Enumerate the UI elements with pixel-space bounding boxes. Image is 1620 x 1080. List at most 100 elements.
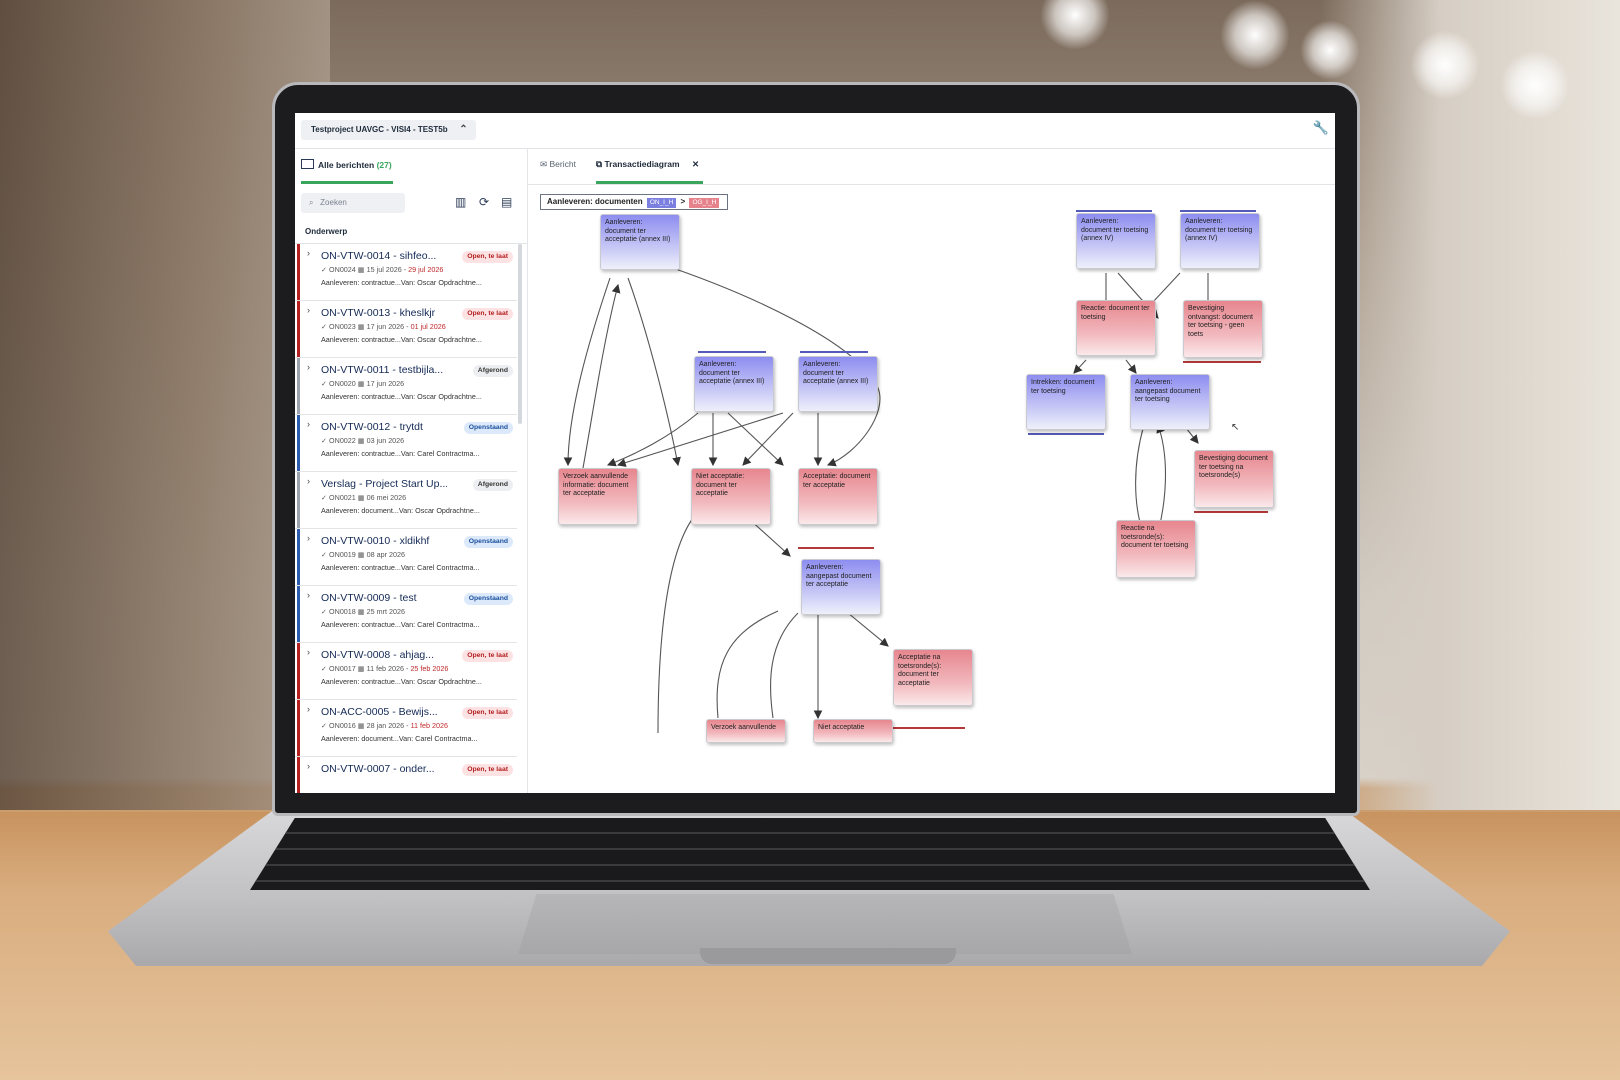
background-window (1320, 0, 1620, 810)
chevron-right-icon[interactable]: › (307, 590, 310, 600)
message-description: Aanleveren: contractue...Van: Oscar Opdr… (321, 278, 482, 287)
list-item[interactable]: ›ON-VTW-0014 - sihfeo...Open, te laat✓ O… (295, 244, 517, 301)
list-item[interactable]: ›ON-VTW-0008 - ahjag...Open, te laat✓ ON… (295, 643, 517, 700)
status-badge: Openstaand (463, 593, 513, 605)
transaction-diagram: Aanleveren: document ter acceptatie (ann… (528, 210, 1335, 793)
due-date: 01 jul 2026 (410, 322, 446, 331)
due-date: 11 feb 2026 (410, 721, 449, 730)
diagram-icon: ⧉ (596, 159, 603, 169)
message-meta: ✓ ON0019 ▦ 08 apr 2026 (321, 550, 405, 559)
date-separator: - (404, 322, 411, 331)
diagram-node[interactable]: Aanleveren: document ter acceptatie (ann… (694, 356, 774, 412)
calendar-icon: ▦ (355, 664, 367, 673)
check-icon: ✓ (321, 550, 328, 559)
project-selector[interactable]: Testproject UAVGC - VISI4 - TEST5b ⌃ (301, 120, 476, 140)
diagram-node[interactable]: Niet acceptatie (813, 719, 893, 743)
diagram-node[interactable]: Verzoek aanvullende informatie: document… (558, 468, 638, 525)
breadcrumb-label: Aanleveren: documenten (547, 197, 643, 206)
column-header-subject[interactable]: Onderwerp (305, 227, 348, 236)
chevron-right-icon[interactable]: › (307, 761, 310, 771)
laptop-keyboard (250, 818, 1370, 890)
columns-icon[interactable]: ▥ (455, 195, 467, 209)
node-underline (893, 727, 965, 729)
node-underline (1194, 511, 1268, 513)
check-icon: ✓ (321, 265, 328, 274)
status-badge: Open, te laat (462, 308, 513, 320)
diagram-node[interactable]: Bevestiging document ter toetsing na toe… (1194, 450, 1274, 508)
list-scrollbar[interactable] (518, 244, 522, 424)
chevron-right-icon[interactable]: › (307, 419, 310, 429)
detail-panel: ✉ Bericht ⧉ Transactiediagram ✕ Aanlever… (528, 149, 1335, 793)
header-divider (295, 243, 527, 244)
message-sidebar: Alle berichten (27) ⌕ Zoeken ▥ ⟳ ▤ Onder… (295, 149, 528, 793)
diagram-node[interactable]: Intrekken: document ter toetsing (1026, 374, 1106, 430)
diagram-node[interactable]: Aanleveren: document ter acceptatie (ann… (798, 356, 878, 412)
diagram-node[interactable]: Verzoek aanvullende (706, 719, 786, 743)
list-item[interactable]: ›Verslag - Project Start Up...Afgerond✓ … (295, 472, 517, 529)
search-icon: ⌕ (309, 198, 314, 207)
tab-transactiediagram[interactable]: ⧉ Transactiediagram ✕ (596, 159, 704, 184)
message-description: Aanleveren: document...Van: Carel Contra… (321, 734, 478, 743)
chevron-right-icon[interactable]: › (307, 305, 310, 315)
diagram-node[interactable]: Aanleveren: document ter toetsing (annex… (1180, 213, 1260, 269)
status-indicator (297, 244, 300, 300)
chevron-right-icon[interactable]: › (307, 476, 310, 486)
message-title: ON-VTW-0010 - xldikhf (321, 535, 430, 547)
tab-bericht[interactable]: ✉ Bericht (540, 159, 576, 181)
list-item[interactable]: ›ON-VTW-0007 - onder...Open, te laat (295, 757, 517, 793)
message-description: Aanleveren: contractue...Van: Carel Cont… (321, 620, 480, 629)
diagram-node[interactable]: Acceptatie na toetsronde(s): document te… (893, 649, 973, 706)
diagram-node[interactable]: Aanleveren: document ter acceptatie (ann… (600, 214, 680, 270)
app-screen: Testproject UAVGC - VISI4 - TEST5b ⌃ 🔧 A… (295, 113, 1335, 793)
close-tab-icon[interactable]: ✕ (691, 159, 700, 169)
table-icon[interactable]: ▤ (501, 195, 513, 209)
check-icon: ✓ (321, 607, 328, 616)
chevron-right-icon[interactable]: › (307, 362, 310, 372)
project-label: Testproject UAVGC - VISI4 - TEST5b (311, 125, 448, 134)
chevron-right-icon[interactable]: › (307, 248, 310, 258)
check-icon: ✓ (321, 436, 328, 445)
diagram-node[interactable]: Reactie na toetsronde(s): document ter t… (1116, 520, 1196, 578)
list-item[interactable]: ›ON-ACC-0005 - Bewijs...Open, te laat✓ O… (295, 700, 517, 757)
search-input[interactable]: ⌕ Zoeken (301, 193, 405, 213)
diagram-node[interactable]: Reactie: document ter toetsing (1076, 300, 1156, 356)
chevron-right-icon[interactable]: › (307, 647, 310, 657)
message-title: ON-VTW-0009 - test (321, 592, 417, 604)
tab-all-messages[interactable]: Alle berichten (27) (301, 159, 393, 184)
node-underline (1183, 361, 1261, 363)
breadcrumb-chip-executor[interactable]: OG_I_H (689, 198, 720, 208)
diagram-node[interactable]: Niet acceptatie: document ter acceptatie (691, 468, 771, 525)
status-indicator (297, 643, 300, 699)
date-separator: - (404, 721, 411, 730)
refresh-icon[interactable]: ⟳ (479, 195, 490, 209)
breadcrumb: Aanleveren: documenten ON_I_H > OG_I_H (540, 194, 729, 210)
message-date: 06 mei 2026 (366, 493, 407, 502)
status-badge: Afgerond (472, 479, 513, 491)
message-date: 08 apr 2026 (366, 550, 405, 559)
check-icon: ✓ (321, 379, 328, 388)
list-item[interactable]: ›ON-VTW-0011 - testbijla...Afgerond✓ ON0… (295, 358, 517, 415)
message-description: Aanleveren: contractue...Van: Carel Cont… (321, 563, 480, 572)
diagram-node[interactable]: Bevestiging ontvangst: document ter toet… (1183, 300, 1263, 358)
diagram-node[interactable]: Acceptatie: document ter acceptatie (798, 468, 878, 525)
diagram-node[interactable]: Aanleveren: document ter toetsing (annex… (1076, 213, 1156, 269)
status-indicator (297, 358, 300, 414)
wrench-icon[interactable]: 🔧 (1312, 120, 1329, 135)
calendar-icon: ▦ (355, 721, 367, 730)
diagram-node[interactable]: Aanleveren: aangepast document ter accep… (801, 559, 881, 615)
date-separator: - (404, 664, 411, 673)
message-id: ON0023 (329, 322, 356, 331)
date-separator: - (401, 265, 409, 274)
diagram-node[interactable]: Aanleveren: aangepast document ter toets… (1130, 374, 1210, 430)
check-icon: ✓ (321, 322, 328, 331)
chevron-right-icon[interactable]: › (307, 533, 310, 543)
ceiling-light (1300, 20, 1360, 80)
breadcrumb-chip-initiator[interactable]: ON_I_H (646, 198, 677, 208)
message-id: ON0020 (329, 379, 356, 388)
chevron-right-icon[interactable]: › (307, 704, 310, 714)
message-id: ON0024 (329, 265, 356, 274)
